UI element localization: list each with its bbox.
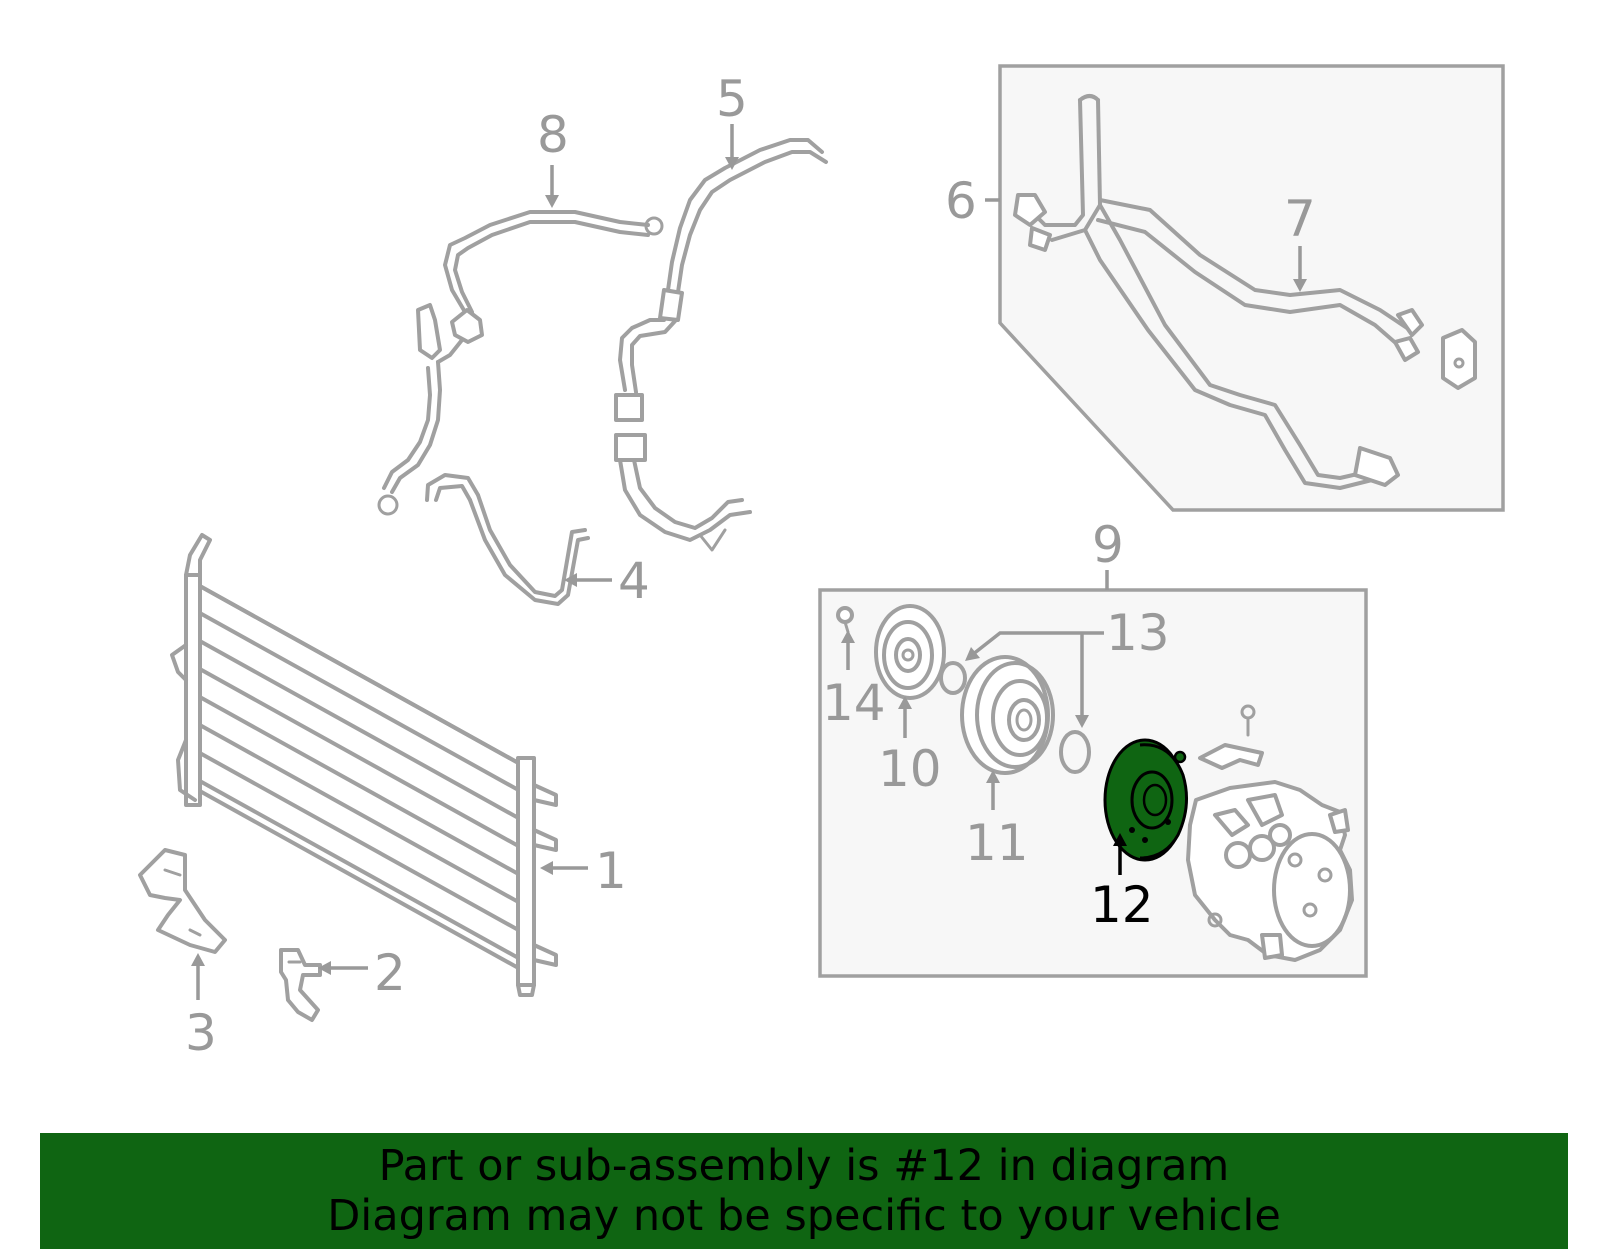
callout-11: 11	[965, 814, 1029, 872]
hose-part-6[interactable]	[1013, 94, 1400, 490]
info-banner: Part or sub-assembly is #12 in diagram D…	[40, 1133, 1568, 1249]
arrow-11	[986, 770, 1000, 783]
callout-9: 9	[1092, 516, 1124, 574]
arrow-10	[898, 696, 912, 709]
bolt-part-14[interactable]	[836, 606, 854, 634]
arrow-8	[545, 195, 559, 208]
arrow-2	[318, 961, 331, 975]
callout-7: 7	[1284, 190, 1316, 248]
bracket-part-2[interactable]	[279, 948, 322, 1022]
arrow-5	[725, 157, 739, 170]
hose-part-4[interactable]	[425, 473, 590, 606]
field-coil-part-12[interactable]	[1103, 738, 1189, 862]
hose-part-7[interactable]	[1096, 198, 1477, 390]
callout-2: 2	[374, 944, 406, 1002]
callout-4: 4	[618, 552, 650, 610]
clutch-plate-part-10[interactable]	[874, 604, 946, 700]
callout-1: 1	[595, 842, 627, 900]
condenser-part-1[interactable]	[170, 533, 558, 997]
banner-line-1: Part or sub-assembly is #12 in diagram	[378, 1141, 1230, 1191]
callout-10: 10	[878, 740, 942, 798]
callout-12: 12	[1090, 876, 1154, 934]
arrow-1	[540, 861, 553, 875]
callout-3: 3	[185, 1004, 217, 1062]
arrow-4	[564, 573, 577, 587]
snap-ring-part-13b[interactable]	[1059, 730, 1091, 774]
callout-14: 14	[822, 674, 886, 732]
hose-part-5[interactable]	[614, 138, 828, 552]
callout-8: 8	[537, 106, 569, 164]
arrow-3	[191, 953, 205, 966]
arrow-13b	[1075, 715, 1089, 728]
callout-13: 13	[1106, 604, 1170, 662]
callout-5: 5	[716, 70, 748, 128]
arrow-14	[841, 630, 855, 643]
pulley-part-11[interactable]	[960, 655, 1055, 775]
banner-line-2: Diagram may not be specific to your vehi…	[327, 1191, 1281, 1241]
callout-6: 6	[945, 172, 977, 230]
arrow-12	[1113, 833, 1127, 846]
arrow-13a	[965, 647, 980, 661]
arrow-7	[1293, 279, 1307, 292]
snap-ring-part-13a[interactable]	[939, 661, 967, 695]
compressor[interactable]	[1186, 704, 1354, 962]
leader-13	[970, 631, 1104, 657]
bracket-part-3[interactable]	[138, 848, 227, 954]
hose-part-8[interactable]	[377, 210, 664, 516]
